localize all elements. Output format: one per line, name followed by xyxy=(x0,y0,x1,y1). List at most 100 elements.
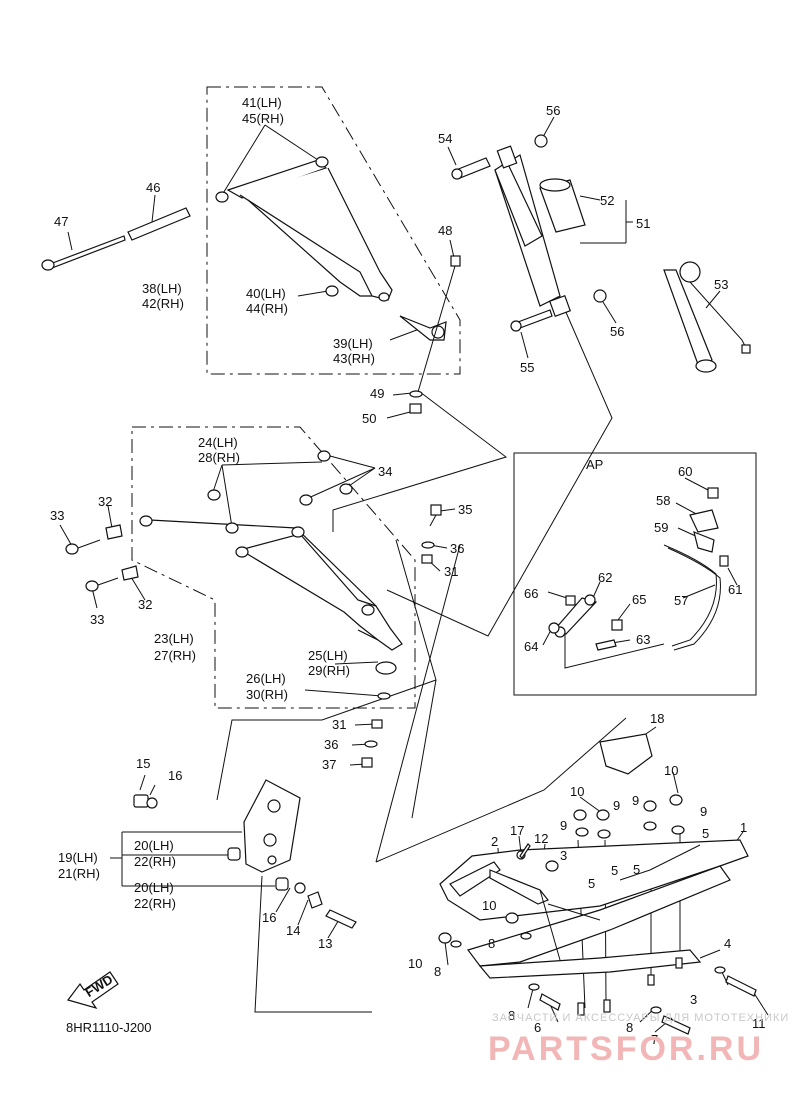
bushings-24-34 xyxy=(207,450,353,534)
callout: 15 xyxy=(136,756,150,771)
bolt-35 xyxy=(361,504,442,768)
callout: 3 xyxy=(560,848,567,863)
callout: 5 xyxy=(588,876,595,891)
callout: 3 xyxy=(690,992,697,1007)
callout: 58 xyxy=(656,493,670,508)
callout: 25(LH) xyxy=(308,648,348,663)
callout: 8 xyxy=(626,1020,633,1035)
callout: 22(RH) xyxy=(134,854,176,869)
callout: 16 xyxy=(262,910,276,925)
callout: 31 xyxy=(444,564,458,579)
callout: 5 xyxy=(633,862,640,877)
callout: 10 xyxy=(408,956,422,971)
callout: 56 xyxy=(546,103,560,118)
callout: 8 xyxy=(508,1008,515,1023)
callout: 30(RH) xyxy=(246,687,288,702)
callout: 57 xyxy=(674,593,688,608)
upper-a-arm xyxy=(215,156,393,302)
callout: 35 xyxy=(458,502,472,517)
callout: 2 xyxy=(491,834,498,849)
callout: 9 xyxy=(632,793,639,808)
callout: 20(LH) xyxy=(134,880,174,895)
callout: 27(RH) xyxy=(154,648,196,663)
callout: 54 xyxy=(438,131,452,146)
callout: 53 xyxy=(714,277,728,292)
collars-32-33 xyxy=(65,524,139,592)
callout: 1 xyxy=(740,820,747,835)
bolt-48 xyxy=(409,255,461,414)
callout: 4 xyxy=(724,936,731,951)
callout: 43(RH) xyxy=(333,351,375,366)
callout: 13 xyxy=(318,936,332,951)
callout: 56 xyxy=(610,324,624,339)
callout: 8 xyxy=(434,964,441,979)
callout: 33 xyxy=(90,612,104,627)
callout: 21(RH) xyxy=(58,866,100,881)
callout: 8 xyxy=(488,936,495,951)
callout: 39(LH) xyxy=(333,336,373,351)
callout: 34 xyxy=(378,464,392,479)
spindle-19-21 xyxy=(133,779,357,929)
shock-absorber-51 xyxy=(451,134,607,332)
callout: 14 xyxy=(286,923,300,938)
callout: 65 xyxy=(632,592,646,607)
callout: 32 xyxy=(138,597,152,612)
callout-labels: 1 2 3 3 4 5 5 5 5 6 7 8 8 8 8 9 9 9 9 10… xyxy=(50,95,766,1047)
callout: 26(LH) xyxy=(246,671,286,686)
callout: 48 xyxy=(438,223,452,238)
callout: 62 xyxy=(598,570,612,585)
callout: 9 xyxy=(700,804,707,819)
callout: 36 xyxy=(324,737,338,752)
callout: 42(RH) xyxy=(142,296,184,311)
callout: 24(LH) xyxy=(198,435,238,450)
ap-box xyxy=(513,452,757,696)
callout: 44(RH) xyxy=(246,301,288,316)
callout: 64 xyxy=(524,639,538,654)
callout: 61 xyxy=(728,582,742,597)
callout: 9 xyxy=(613,798,620,813)
ap-sensor-assembly xyxy=(548,487,729,651)
callout: 12 xyxy=(534,831,548,846)
callout: 59 xyxy=(654,520,668,535)
callout: 23(LH) xyxy=(154,631,194,646)
callout: 5 xyxy=(611,863,618,878)
callout: 31 xyxy=(332,717,346,732)
lower-a-arm xyxy=(139,515,403,700)
lower-arm-group-box xyxy=(131,426,416,709)
callout: 28(RH) xyxy=(198,450,240,465)
callout: 9 xyxy=(560,818,567,833)
callout: 11 xyxy=(752,1016,766,1031)
callout: 29(RH) xyxy=(308,663,350,678)
callout: 10 xyxy=(482,898,496,913)
callout: 32 xyxy=(98,494,112,509)
upper-arm-group-box xyxy=(206,86,461,375)
callout: 10 xyxy=(664,763,678,778)
upper-shaft-46 xyxy=(41,207,191,271)
callout: 46 xyxy=(146,180,160,195)
callout: 49 xyxy=(370,386,384,401)
callout: 10 xyxy=(570,784,584,799)
callout: 33 xyxy=(50,508,64,523)
callout: 37 xyxy=(322,757,336,772)
fwd-arrow-icon: FWD xyxy=(66,971,119,1010)
callout: 22(RH) xyxy=(134,896,176,911)
callout: 20(LH) xyxy=(134,838,174,853)
watermark-line1: ЗАПЧАСТИ И АКСЕССУАРЫ ДЛЯ МОТОТЕХНИКИ xyxy=(492,1012,789,1024)
callout: 7 xyxy=(651,1032,658,1047)
ski-hardware xyxy=(438,794,757,1035)
callout: 55 xyxy=(520,360,534,375)
callout: 52 xyxy=(600,193,614,208)
callout: 41(LH) xyxy=(242,95,282,110)
callout: 18 xyxy=(650,711,664,726)
callout: 60 xyxy=(678,464,692,479)
callout: 45(RH) xyxy=(242,111,284,126)
stand-53 xyxy=(663,261,751,373)
callout: 5 xyxy=(702,826,709,841)
callout: 17 xyxy=(510,823,524,838)
leader-lines xyxy=(59,116,769,1033)
ski-1 xyxy=(439,733,749,979)
diagram-code: 8HR1110-J200 xyxy=(66,1020,152,1035)
callout: 50 xyxy=(362,411,376,426)
